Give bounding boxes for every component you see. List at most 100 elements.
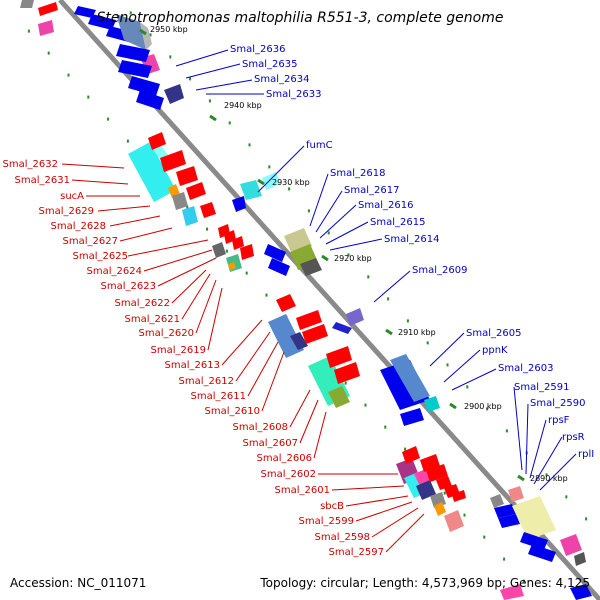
gene-label-sbcb[interactable]: sbcB bbox=[320, 501, 344, 512]
gene-block[interactable] bbox=[500, 584, 524, 600]
gene-block[interactable] bbox=[424, 396, 440, 412]
gene-block[interactable] bbox=[164, 84, 184, 104]
gene-block[interactable] bbox=[182, 206, 198, 226]
gene-arrow[interactable] bbox=[302, 324, 328, 344]
gene-block[interactable] bbox=[38, 20, 54, 36]
gene-block[interactable] bbox=[228, 262, 236, 270]
gene-arrow[interactable] bbox=[186, 182, 206, 200]
gene-arrow[interactable] bbox=[74, 6, 96, 18]
gene-arrow[interactable] bbox=[334, 362, 360, 384]
gene-label-rpsr[interactable]: rpsR bbox=[562, 432, 585, 443]
gene-block[interactable] bbox=[444, 510, 464, 532]
gene-arrow[interactable] bbox=[426, 464, 448, 482]
gene-block[interactable] bbox=[416, 480, 436, 500]
gene-label-smal-2611[interactable]: Smal_2611 bbox=[191, 391, 246, 402]
gene-block[interactable] bbox=[116, 14, 146, 50]
gene-arrow[interactable] bbox=[38, 2, 58, 16]
gene-label-smal-2622[interactable]: Smal_2622 bbox=[115, 298, 170, 309]
gene-arrow[interactable] bbox=[128, 76, 160, 96]
gene-block[interactable] bbox=[300, 258, 322, 276]
gene-label-smal-2624[interactable]: Smal_2624 bbox=[87, 266, 142, 277]
gene-label-smal-2614[interactable]: Smal_2614 bbox=[384, 234, 439, 245]
gene-label-smal-2631[interactable]: Smal_2631 bbox=[15, 175, 70, 186]
gene-label-suca[interactable]: sucA bbox=[60, 191, 84, 202]
gene-label-smal-2620[interactable]: Smal_2620 bbox=[139, 328, 194, 339]
gene-label-smal-2625[interactable]: Smal_2625 bbox=[73, 251, 128, 262]
gene-arrow[interactable] bbox=[136, 90, 164, 110]
gene-label-smal-2615[interactable]: Smal_2615 bbox=[370, 217, 425, 228]
gene-block[interactable] bbox=[240, 180, 262, 200]
gene-arrow[interactable] bbox=[296, 310, 322, 330]
gene-arrow[interactable] bbox=[402, 446, 420, 464]
gene-label-smal-2633[interactable]: Smal_2633 bbox=[266, 89, 321, 100]
gene-label-smal-2634[interactable]: Smal_2634 bbox=[254, 74, 309, 85]
gene-arrow[interactable] bbox=[116, 44, 150, 62]
gene-label-smal-2602[interactable]: Smal_2602 bbox=[261, 469, 316, 480]
gene-label-smal-2612[interactable]: Smal_2612 bbox=[179, 376, 234, 387]
gene-arrow[interactable] bbox=[200, 202, 216, 218]
gene-label-smal-2608[interactable]: Smal_2608 bbox=[233, 422, 288, 433]
gene-label-smal-2619[interactable]: Smal_2619 bbox=[151, 345, 206, 356]
gene-label-rpsf[interactable]: rpsF bbox=[548, 415, 570, 426]
gene-block[interactable] bbox=[512, 496, 556, 540]
gene-label-smal-2636[interactable]: Smal_2636 bbox=[230, 44, 285, 55]
gene-arrow[interactable] bbox=[240, 244, 254, 260]
gene-arrow[interactable] bbox=[436, 476, 452, 490]
gene-label-smal-2616[interactable]: Smal_2616 bbox=[358, 200, 413, 211]
gene-arrow[interactable] bbox=[332, 322, 352, 334]
gene-arrow[interactable] bbox=[232, 196, 246, 212]
gene-arrow[interactable] bbox=[528, 544, 556, 562]
gene-arrow[interactable] bbox=[176, 166, 198, 186]
gene-label-smal-2627[interactable]: Smal_2627 bbox=[63, 236, 118, 247]
gene-arrow[interactable] bbox=[494, 504, 516, 518]
gene-block[interactable] bbox=[290, 332, 308, 350]
gene-arrow[interactable] bbox=[498, 514, 520, 528]
gene-block[interactable] bbox=[490, 494, 504, 508]
gene-block[interactable] bbox=[390, 354, 430, 402]
gene-block[interactable] bbox=[212, 242, 226, 258]
gene-arrow[interactable] bbox=[118, 60, 152, 78]
gene-arrow[interactable] bbox=[452, 490, 466, 502]
gene-label-smal-2607[interactable]: Smal_2607 bbox=[243, 438, 298, 449]
gene-label-smal-2597[interactable]: Smal_2597 bbox=[329, 547, 384, 558]
gene-arrow[interactable] bbox=[160, 150, 186, 172]
gene-label-smal-2610[interactable]: Smal_2610 bbox=[205, 406, 260, 417]
gene-arrow[interactable] bbox=[276, 294, 296, 312]
gene-label-smal-2603[interactable]: Smal_2603 bbox=[498, 363, 553, 374]
gene-arrow[interactable] bbox=[326, 346, 352, 368]
gene-label-smal-2605[interactable]: Smal_2605 bbox=[466, 328, 521, 339]
gene-label-fumc[interactable]: fumC bbox=[306, 140, 333, 151]
gene-block[interactable] bbox=[560, 534, 582, 556]
gene-arrow[interactable] bbox=[88, 14, 116, 30]
gene-label-smal-2613[interactable]: Smal_2613 bbox=[165, 360, 220, 371]
gene-label-smal-2629[interactable]: Smal_2629 bbox=[39, 206, 94, 217]
gene-label-smal-2609[interactable]: Smal_2609 bbox=[412, 265, 467, 276]
gene-block[interactable] bbox=[268, 314, 304, 358]
gene-arrow[interactable] bbox=[148, 132, 166, 150]
gene-arrow[interactable] bbox=[232, 236, 244, 250]
gene-block[interactable] bbox=[140, 22, 152, 50]
gene-label-smal-2623[interactable]: Smal_2623 bbox=[101, 281, 156, 292]
gene-label-smal-2632[interactable]: Smal_2632 bbox=[3, 159, 58, 170]
gene-arrow[interactable] bbox=[400, 408, 424, 426]
gene-label-smal-2591[interactable]: Smal_2591 bbox=[514, 382, 569, 393]
gene-arrow[interactable] bbox=[268, 258, 290, 276]
gene-block[interactable] bbox=[262, 172, 280, 190]
gene-label-smal-2590[interactable]: Smal_2590 bbox=[530, 398, 585, 409]
gene-label-smal-2628[interactable]: Smal_2628 bbox=[51, 221, 106, 232]
gene-label-smal-2617[interactable]: Smal_2617 bbox=[344, 185, 399, 196]
gene-label-rpli[interactable]: rplI bbox=[578, 449, 594, 460]
gene-label-smal-2606[interactable]: Smal_2606 bbox=[257, 453, 312, 464]
gene-block[interactable] bbox=[328, 386, 350, 408]
gene-block[interactable] bbox=[574, 552, 586, 566]
gene-block[interactable] bbox=[346, 308, 364, 326]
gene-arrow[interactable] bbox=[570, 584, 592, 600]
gene-label-ppnk[interactable]: ppnK bbox=[482, 345, 508, 356]
gene-block[interactable] bbox=[508, 486, 524, 502]
gene-label-smal-2601[interactable]: Smal_2601 bbox=[275, 485, 330, 496]
gene-label-smal-2621[interactable]: Smal_2621 bbox=[125, 314, 180, 325]
gene-block[interactable] bbox=[434, 502, 446, 516]
gene-label-smal-2635[interactable]: Smal_2635 bbox=[242, 59, 297, 70]
gene-block[interactable] bbox=[20, 0, 34, 8]
gene-arrow[interactable] bbox=[264, 244, 286, 262]
